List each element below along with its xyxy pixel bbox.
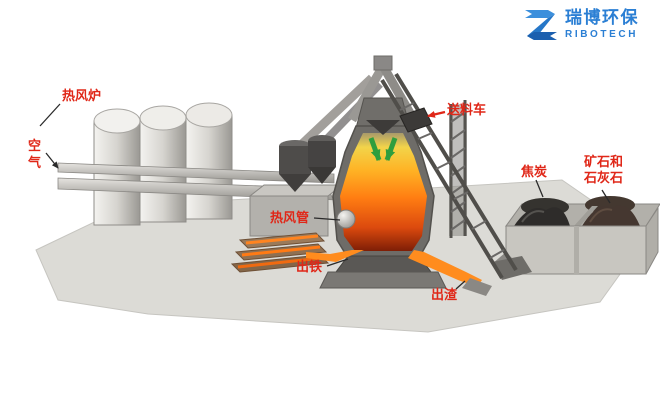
label-hot-blast-pipe: 热风管 — [270, 210, 310, 225]
label-ore-limestone-line1: 矿石和 — [584, 154, 624, 169]
brand-name-cn: 瑞博环保 — [565, 8, 639, 27]
skip-car — [399, 107, 433, 133]
furnace-interior-cutaway — [340, 133, 427, 251]
label-ore-limestone: 矿石和 石灰石 — [584, 154, 623, 186]
hot-blast-stoves — [93, 102, 233, 226]
casting-molds — [230, 232, 330, 273]
leader-iron-tapping — [326, 258, 349, 267]
uptake-pipe — [348, 63, 387, 123]
charging-bell — [366, 120, 400, 135]
incline-rail — [380, 78, 504, 280]
upper-pipe — [57, 162, 335, 184]
bin-divider-wall — [574, 206, 598, 226]
charge-flow-arrow — [368, 137, 382, 161]
label-coke: 焦炭 — [521, 164, 548, 179]
slag-stream — [408, 250, 482, 287]
slag-pit — [462, 278, 492, 296]
label-charging-car: 送料车 — [447, 102, 487, 117]
molten-streams — [306, 250, 492, 296]
furnace-base — [319, 271, 447, 289]
leader-slag-tapping — [455, 280, 466, 290]
air-flow-arrow — [45, 152, 59, 169]
ribotech-logo: 瑞博环保 RIBOTECH — [524, 7, 639, 45]
iron-stream — [306, 250, 364, 262]
leader-coke — [535, 179, 544, 198]
label-hot-blast-stove: 热风炉 — [62, 88, 102, 103]
ribotech-logo-icon — [525, 10, 557, 40]
leader-hot-blast-pipe — [313, 217, 341, 221]
label-air: 空气 — [28, 138, 42, 170]
brand-name-en: RIBOTECH — [565, 29, 639, 40]
ore-pile — [582, 205, 640, 226]
bin-side-wall — [645, 206, 659, 275]
leader-lines — [39, 103, 611, 290]
blast-furnace — [319, 55, 447, 289]
incline-rail — [394, 72, 518, 272]
downcomer-pipe — [296, 74, 376, 150]
tuyere-sphere — [336, 209, 356, 229]
storage-bins — [505, 196, 660, 275]
leader-hot-blast-stove — [39, 103, 61, 127]
label-slag-tapping: 出渣 — [431, 287, 458, 302]
charging-car-arrow — [427, 110, 446, 118]
uptake-pipe — [379, 63, 418, 123]
coke-pile — [514, 207, 570, 226]
logo-text: 瑞博环保 RIBOTECH — [565, 7, 639, 42]
dust-catchers — [248, 74, 383, 237]
stove-cylinder — [185, 114, 233, 220]
skip-hoist — [380, 72, 518, 280]
label-iron-tapping: 出铁 — [296, 259, 323, 274]
label-ore-limestone-line2: 石灰石 — [584, 170, 624, 185]
charge-flow-arrow — [384, 137, 398, 161]
leader-ore — [601, 189, 611, 204]
